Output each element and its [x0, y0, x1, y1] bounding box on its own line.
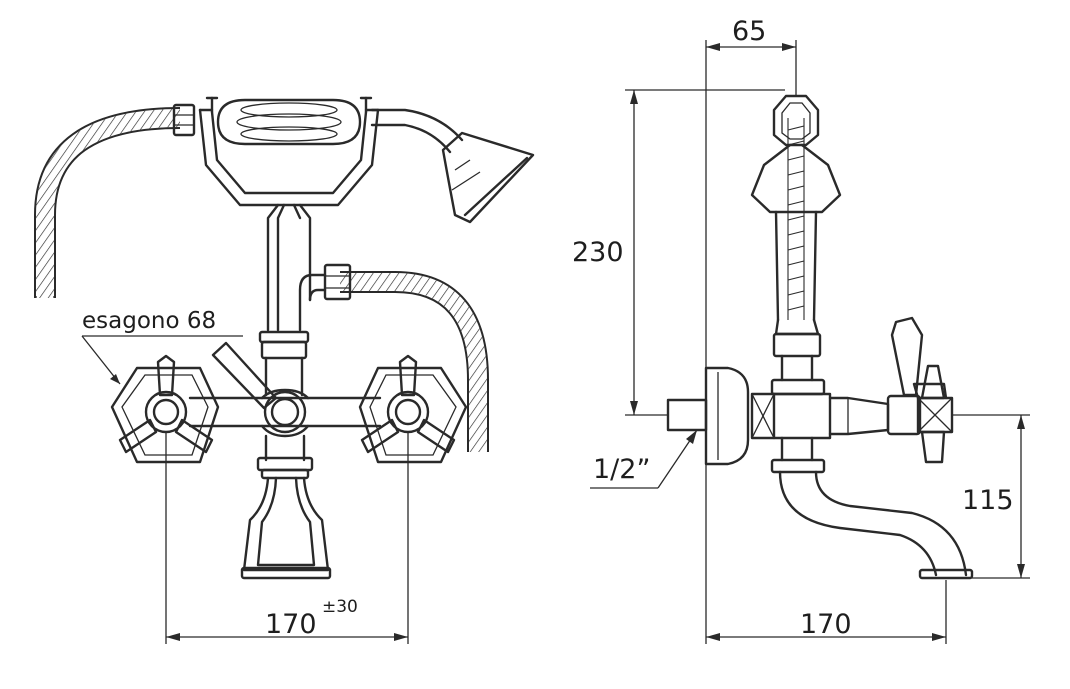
- inlet-thread-label: 1/2”: [593, 454, 650, 485]
- central-column: [211, 330, 310, 410]
- front-width-label: 170: [265, 609, 317, 640]
- diverter-outlet: [298, 263, 352, 332]
- hand-shower: [370, 108, 535, 224]
- height-dimension: [625, 89, 785, 416]
- top-offset-label: 65: [732, 16, 766, 47]
- height-label: 230: [572, 237, 624, 268]
- front-width-dimension: [165, 432, 409, 644]
- handset-cradle: [198, 96, 380, 332]
- side-body: [666, 354, 974, 580]
- depth-label: 170: [800, 609, 852, 640]
- hex-size-label: esagono 68: [82, 308, 216, 334]
- side-hand-shower: [750, 94, 842, 358]
- top-offset-dimension: [705, 40, 797, 380]
- mixer-body: [188, 388, 382, 580]
- hex-leader: [81, 335, 243, 385]
- side-handle: [886, 316, 954, 464]
- front-tolerance-label: ±30: [322, 597, 358, 617]
- right-handle: [358, 354, 468, 464]
- hose-nut-left: [172, 103, 196, 137]
- front-view: esagono 68 170 ±30: [34, 96, 535, 644]
- left-handle: [110, 354, 220, 464]
- inlet-leader: [590, 429, 698, 489]
- spout-height-dimension: [952, 414, 1030, 579]
- shower-hose-left: [34, 107, 181, 298]
- depth-dimension: [705, 464, 947, 644]
- side-view: 65 230: [572, 16, 1030, 644]
- shower-hose-right: [340, 271, 489, 452]
- spout-height-label: 115: [962, 485, 1014, 516]
